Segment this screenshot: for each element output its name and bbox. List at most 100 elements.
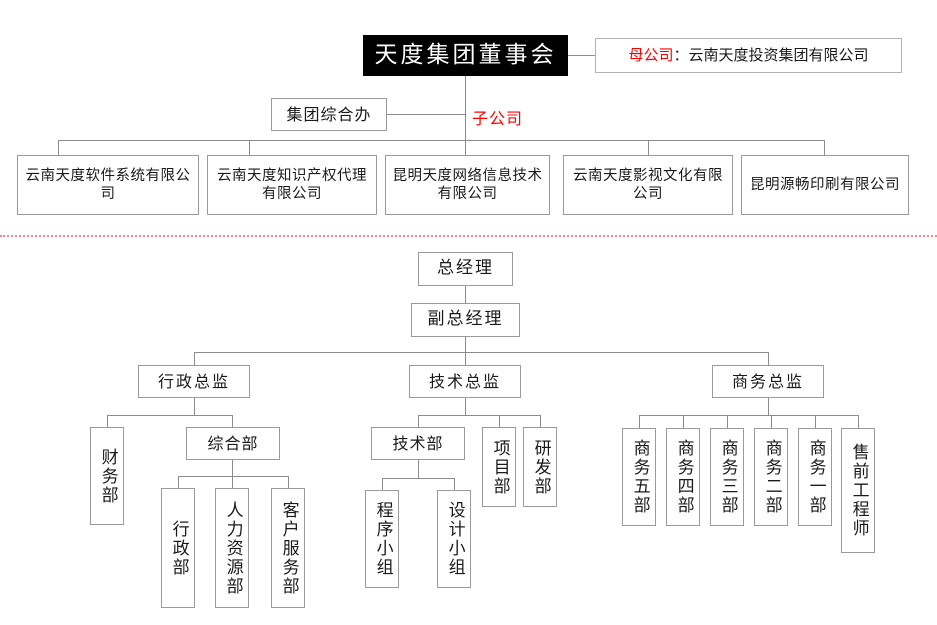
node-label: 昆明天度网络信息技术有限公司 xyxy=(392,167,543,202)
node-label: 云南天度知识产权代理有限公司 xyxy=(217,167,367,202)
connector-tech-subunit-bus xyxy=(382,478,454,479)
connector-drop-subsidiary-5 xyxy=(824,140,825,156)
node-group-office[interactable]: 集团综合办 xyxy=(271,98,387,131)
node-business-dept-3[interactable]: 商务三部 xyxy=(710,428,744,526)
node-project-department[interactable]: 项目部 xyxy=(482,427,516,507)
node-label: 财务部 xyxy=(97,447,118,505)
connector-drop-project-dept xyxy=(499,415,500,427)
node-presales-engineer[interactable]: 售前工程师 xyxy=(841,428,875,553)
connector-business-bus xyxy=(639,415,858,416)
node-director-business[interactable]: 商务总监 xyxy=(712,365,824,398)
node-business-dept-2[interactable]: 商务二部 xyxy=(754,428,788,526)
node-business-dept-5[interactable]: 商务五部 xyxy=(622,428,656,526)
node-label: 商务总监 xyxy=(731,371,804,391)
connector-drop-finance xyxy=(107,415,108,427)
node-label: 商务三部 xyxy=(717,439,738,515)
connector-drop-business-1 xyxy=(815,415,816,428)
connector-drop-customer-service-dept xyxy=(288,476,289,488)
node-label: 客户服务部 xyxy=(278,500,299,596)
node-label: 副总经理 xyxy=(427,309,504,330)
legend-parent-company: 母公司：云南天度投资集团有限公司 xyxy=(595,38,902,73)
node-administration-department[interactable]: 行政部 xyxy=(161,488,195,608)
node-label: 商务四部 xyxy=(673,439,694,515)
legend-parent-name: 云南天度投资集团有限公司 xyxy=(688,46,869,65)
connector-drop-business-3 xyxy=(727,415,728,428)
node-label: 设计小组 xyxy=(444,501,465,577)
node-rd-department[interactable]: 研发部 xyxy=(523,427,557,507)
node-label: 总经理 xyxy=(437,258,494,279)
connector-drop-business-2 xyxy=(771,415,772,428)
node-label: 行政部 xyxy=(168,519,189,577)
connector-drop-presales-engineer xyxy=(858,415,859,428)
connector-drop-subsidiary-2 xyxy=(249,140,250,156)
connector-drop-comprehensive xyxy=(232,415,233,427)
connector-drop-hr-dept xyxy=(232,476,233,488)
node-label: 商务二部 xyxy=(761,439,782,515)
node-label: 云南天度软件系统有限公司 xyxy=(25,167,191,202)
connector-admin-director-down xyxy=(194,398,195,415)
node-subsidiary-3[interactable]: 昆明天度网络信息技术有限公司 xyxy=(385,155,550,215)
node-label: 技术总监 xyxy=(428,371,501,391)
node-business-dept-1[interactable]: 商务一部 xyxy=(798,428,832,526)
section-divider xyxy=(0,235,937,237)
connector-drop-subsidiary-3 xyxy=(465,140,466,156)
node-label: 程序小组 xyxy=(372,501,393,577)
connector-drop-admin-dept xyxy=(178,476,179,488)
connector-root-trunk xyxy=(465,76,466,140)
connector-drop-director-admin xyxy=(194,352,195,365)
node-label: 商务五部 xyxy=(629,439,650,515)
connector-group-office-to-trunk xyxy=(387,114,465,115)
node-label: 集团综合办 xyxy=(286,104,372,124)
connector-business-director-down xyxy=(768,398,769,415)
node-label: 研发部 xyxy=(530,438,551,496)
node-business-dept-4[interactable]: 商务四部 xyxy=(666,428,700,526)
node-label: 行政总监 xyxy=(157,371,230,391)
legend-parent-tag: 母公司 xyxy=(628,46,674,65)
connector-drop-director-tech xyxy=(465,352,466,365)
connector-drop-design-group xyxy=(454,478,455,490)
node-label: 昆明源畅印刷有限公司 xyxy=(750,176,900,193)
node-program-group[interactable]: 程序小组 xyxy=(365,490,399,588)
node-subsidiary-2[interactable]: 云南天度知识产权代理有限公司 xyxy=(207,155,377,215)
node-board-of-directors[interactable]: 天度集团董事会 xyxy=(363,35,568,76)
node-customer-service-department[interactable]: 客户服务部 xyxy=(271,488,305,608)
connector-tech-director-down xyxy=(465,398,466,415)
connector-drop-business-4 xyxy=(683,415,684,428)
label-subsidiary-tag: 子公司 xyxy=(472,109,524,128)
node-comprehensive-department[interactable]: 综合部 xyxy=(186,427,280,460)
connector-drop-program-group xyxy=(382,478,383,490)
node-label: 项目部 xyxy=(489,438,510,496)
connector-drop-rd-dept xyxy=(540,415,541,427)
node-general-manager[interactable]: 总经理 xyxy=(418,252,513,286)
connector-drop-business-5 xyxy=(639,415,640,428)
node-subsidiary-4[interactable]: 云南天度影视文化有限公司 xyxy=(563,155,733,215)
node-design-group[interactable]: 设计小组 xyxy=(437,490,471,588)
connector-subsidiary-bus xyxy=(58,140,825,141)
node-director-tech[interactable]: 技术总监 xyxy=(409,365,521,398)
connector-drop-director-business xyxy=(768,352,769,365)
legend-separator: ： xyxy=(673,46,689,65)
connector-comprehensive-bus xyxy=(178,476,288,477)
node-label: 云南天度影视文化有限公司 xyxy=(573,167,723,202)
connector-gm-to-dgm xyxy=(465,286,466,303)
node-label: 人力资源部 xyxy=(222,500,243,596)
connector-drop-subsidiary-4 xyxy=(648,140,649,156)
node-director-admin[interactable]: 行政总监 xyxy=(138,365,250,398)
node-label: 天度集团董事会 xyxy=(374,42,557,69)
connector-tech-dept-down xyxy=(418,460,419,478)
node-label: 技术部 xyxy=(392,433,444,453)
node-subsidiary-5[interactable]: 昆明源畅印刷有限公司 xyxy=(741,155,909,215)
node-deputy-general-manager[interactable]: 副总经理 xyxy=(411,303,520,337)
connector-dgm-to-directors xyxy=(465,337,466,352)
node-human-resources-department[interactable]: 人力资源部 xyxy=(215,488,249,608)
node-technology-department[interactable]: 技术部 xyxy=(371,427,465,460)
node-label: 商务一部 xyxy=(805,439,826,515)
connector-tech-bus xyxy=(418,415,540,416)
connector-root-to-legend xyxy=(568,55,595,56)
connector-drop-tech-dept xyxy=(418,415,419,427)
connector-drop-subsidiary-1 xyxy=(58,140,59,156)
node-subsidiary-1[interactable]: 云南天度软件系统有限公司 xyxy=(17,155,199,215)
node-finance-department[interactable]: 财务部 xyxy=(90,427,124,525)
node-label: 售前工程师 xyxy=(848,443,869,538)
